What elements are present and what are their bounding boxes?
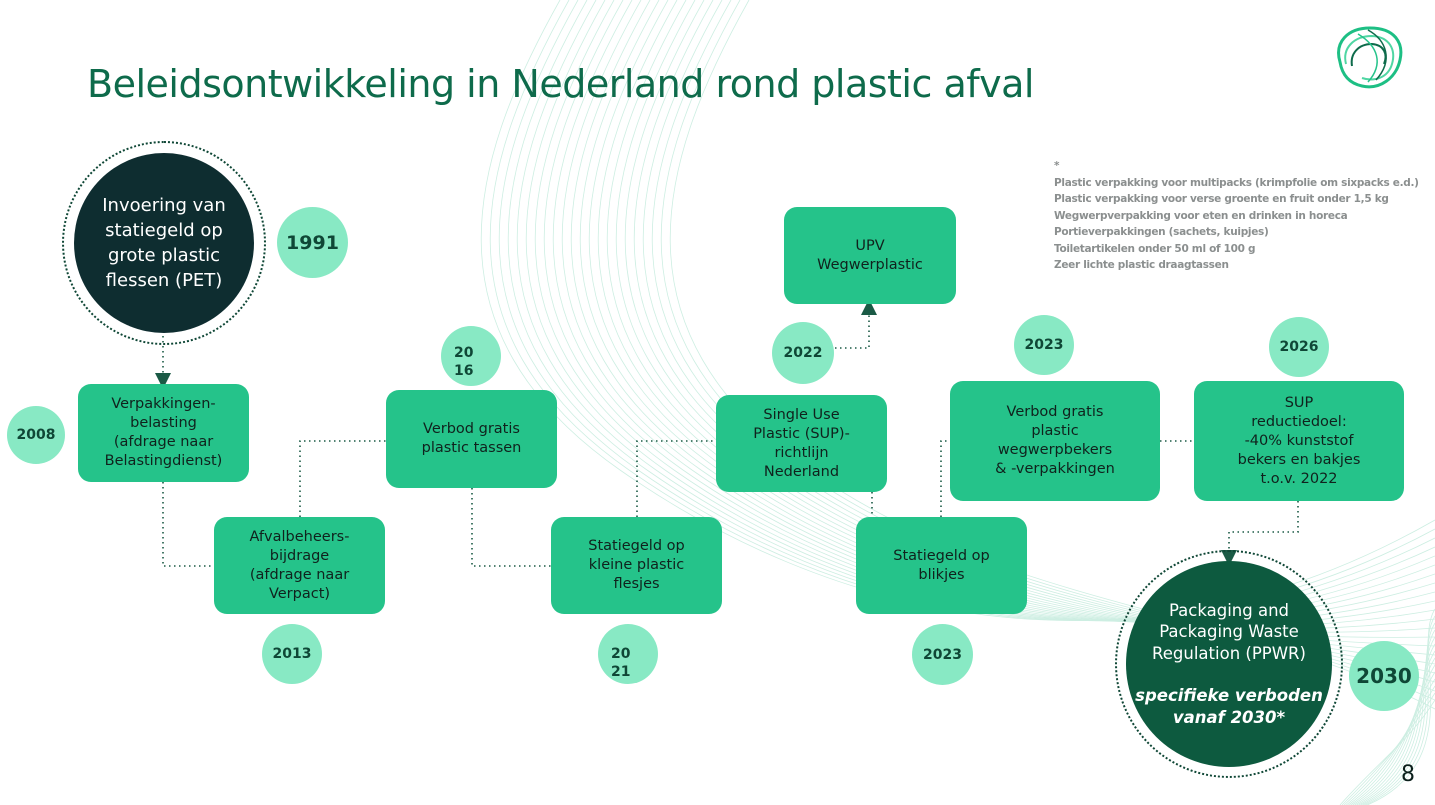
milestone-box-2026: SUP reductiedoel: -40% kunststof bekers … [1194,381,1404,501]
milestone-line: Verpakkingen- [111,396,216,412]
milestone-line: (afdrage naar [113,434,214,450]
year-badge-label: 2021 [611,646,631,680]
ppwr-circle: Packaging and Packaging Waste Regulation… [1126,561,1332,767]
milestone-line: (afdrage naar [249,566,350,583]
year-badge-2022: 2022 [772,322,834,384]
upv-line: Wegwerplastic [817,256,923,273]
milestone-line: bekers en bakjes [1237,451,1361,468]
connector-2008-2013 [162,482,213,567]
footnote-item: Zeer lichte plastic draagtassen [1054,259,1229,271]
milestone-line: belasting [130,415,197,431]
milestone-line: Nederland [763,463,840,480]
connector-2013-2016 [299,440,386,517]
footnote-item: Plastic verpakking voor multipacks (krim… [1054,176,1419,189]
year-badge-2023-cups: 2023 [1014,315,1074,375]
milestone-line: Statiegeld op [588,538,685,554]
year-badge-2016: 2016 [441,326,501,386]
ppwr-emphasis-line: vanaf 2030* [1172,707,1286,727]
milestone-line: reductiedoel: [1251,413,1347,430]
connector-2022-upv [835,299,877,349]
milestone-line: bijdrage [269,547,330,564]
footnote-item: Wegwerpverpakking voor eten en drinken i… [1054,209,1348,222]
milestone-line: Statiegeld op [893,547,990,564]
year-badge-2026: 2026 [1269,317,1329,377]
footnote-item: Plastic verpakking voor verse groente en… [1054,193,1389,205]
milestone-line: plastic tassen [421,440,522,456]
milestone-box-2022: Single Use Plastic (SUP)- richtlijn Nede… [716,395,887,492]
milestone-line: Plastic (SUP)- [753,425,850,442]
year-badge-label: 2016 [454,345,474,379]
milestone-box-2023-cups: Verbod gratis plastic wegwerpbekers & -v… [950,381,1160,501]
footnote-list: * Plastic verpakking voor multipacks (kr… [1054,158,1434,274]
year-badge-1991: 1991 [277,207,348,278]
start-line: Invoering van [102,195,226,216]
milestone-line: kleine plastic [588,557,685,573]
footnote-item: Toiletartikelen onder 50 ml of 100 g [1054,242,1256,255]
connector-2021-2022 [636,440,716,517]
milestone-line: richtlijn [774,444,829,461]
year-badge-2013: 2013 [262,624,322,684]
page-title: Beleidsontwikkeling in Nederland rond pl… [87,62,1034,106]
start-circle-ring [62,141,266,345]
milestone-line: SUP [1284,394,1314,411]
start-line: grote plastic [107,245,221,266]
milestone-box-2023-cans: Statiegeld op blikjes [856,517,1027,614]
milestone-line: -40% kunststof [1244,432,1354,449]
milestone-line: flesjes [613,576,660,592]
connector-2016-2021 [471,488,551,567]
milestone-line: Single Use [763,406,840,423]
logo-icon [1337,26,1403,89]
milestone-line: Afvalbeheers- [249,528,350,545]
milestone-box-2008: Verpakkingen- belasting (afdrage naar Be… [78,384,249,482]
milestone-line: t.o.v. 2022 [1260,470,1338,487]
ppwr-circle-ring [1115,550,1343,778]
year-badge-2008: 2008 [7,406,65,464]
year-badge-2021: 2021 [598,624,658,684]
milestone-line: blikjes [918,566,965,583]
milestone-box-2016: Verbod gratis plastic tassen [386,390,557,488]
connector-2026-2030 [1221,501,1299,566]
footnote-marker: * [1054,160,1060,172]
start-circle-pet-deposit: Invoering van statiegeld op grote plasti… [74,153,254,333]
upv-box: UPV Wegwerplastic [784,207,956,304]
ppwr-line: Packaging Waste [1159,622,1299,642]
milestone-line: wegwerpbekers [997,442,1113,458]
milestone-line: Belastingdienst) [104,453,223,469]
milestone-line: Verpact) [268,585,331,602]
year-badge-2023-cans: 2023 [912,624,973,685]
footnote-item: Portieverpakkingen (sachets, kuipjes) [1054,226,1269,238]
milestone-line: Verbod gratis [1006,404,1104,420]
milestone-line: Verbod gratis [423,421,520,437]
start-line: statiegeld op [105,220,223,241]
ppwr-line: Regulation (PPWR) [1152,643,1306,663]
connector-2023a-2023b [940,440,950,517]
year-badge-2030: 2030 [1349,641,1419,711]
page-number: 8 [1401,762,1415,787]
milestone-box-2013: Afvalbeheers- bijdrage (afdrage naar Ver… [214,517,385,614]
milestone-line: & -verpakkingen [995,461,1115,477]
ppwr-line: Packaging and [1168,600,1290,620]
milestone-box-2021: Statiegeld op kleine plastic flesjes [551,517,722,614]
background-wave-line [1339,699,1435,805]
milestone-line: plastic [1031,423,1079,439]
ppwr-emphasis-line: specifieke verboden [1135,686,1323,706]
upv-line: UPV [855,237,885,254]
start-line: flessen (PET) [105,270,223,291]
